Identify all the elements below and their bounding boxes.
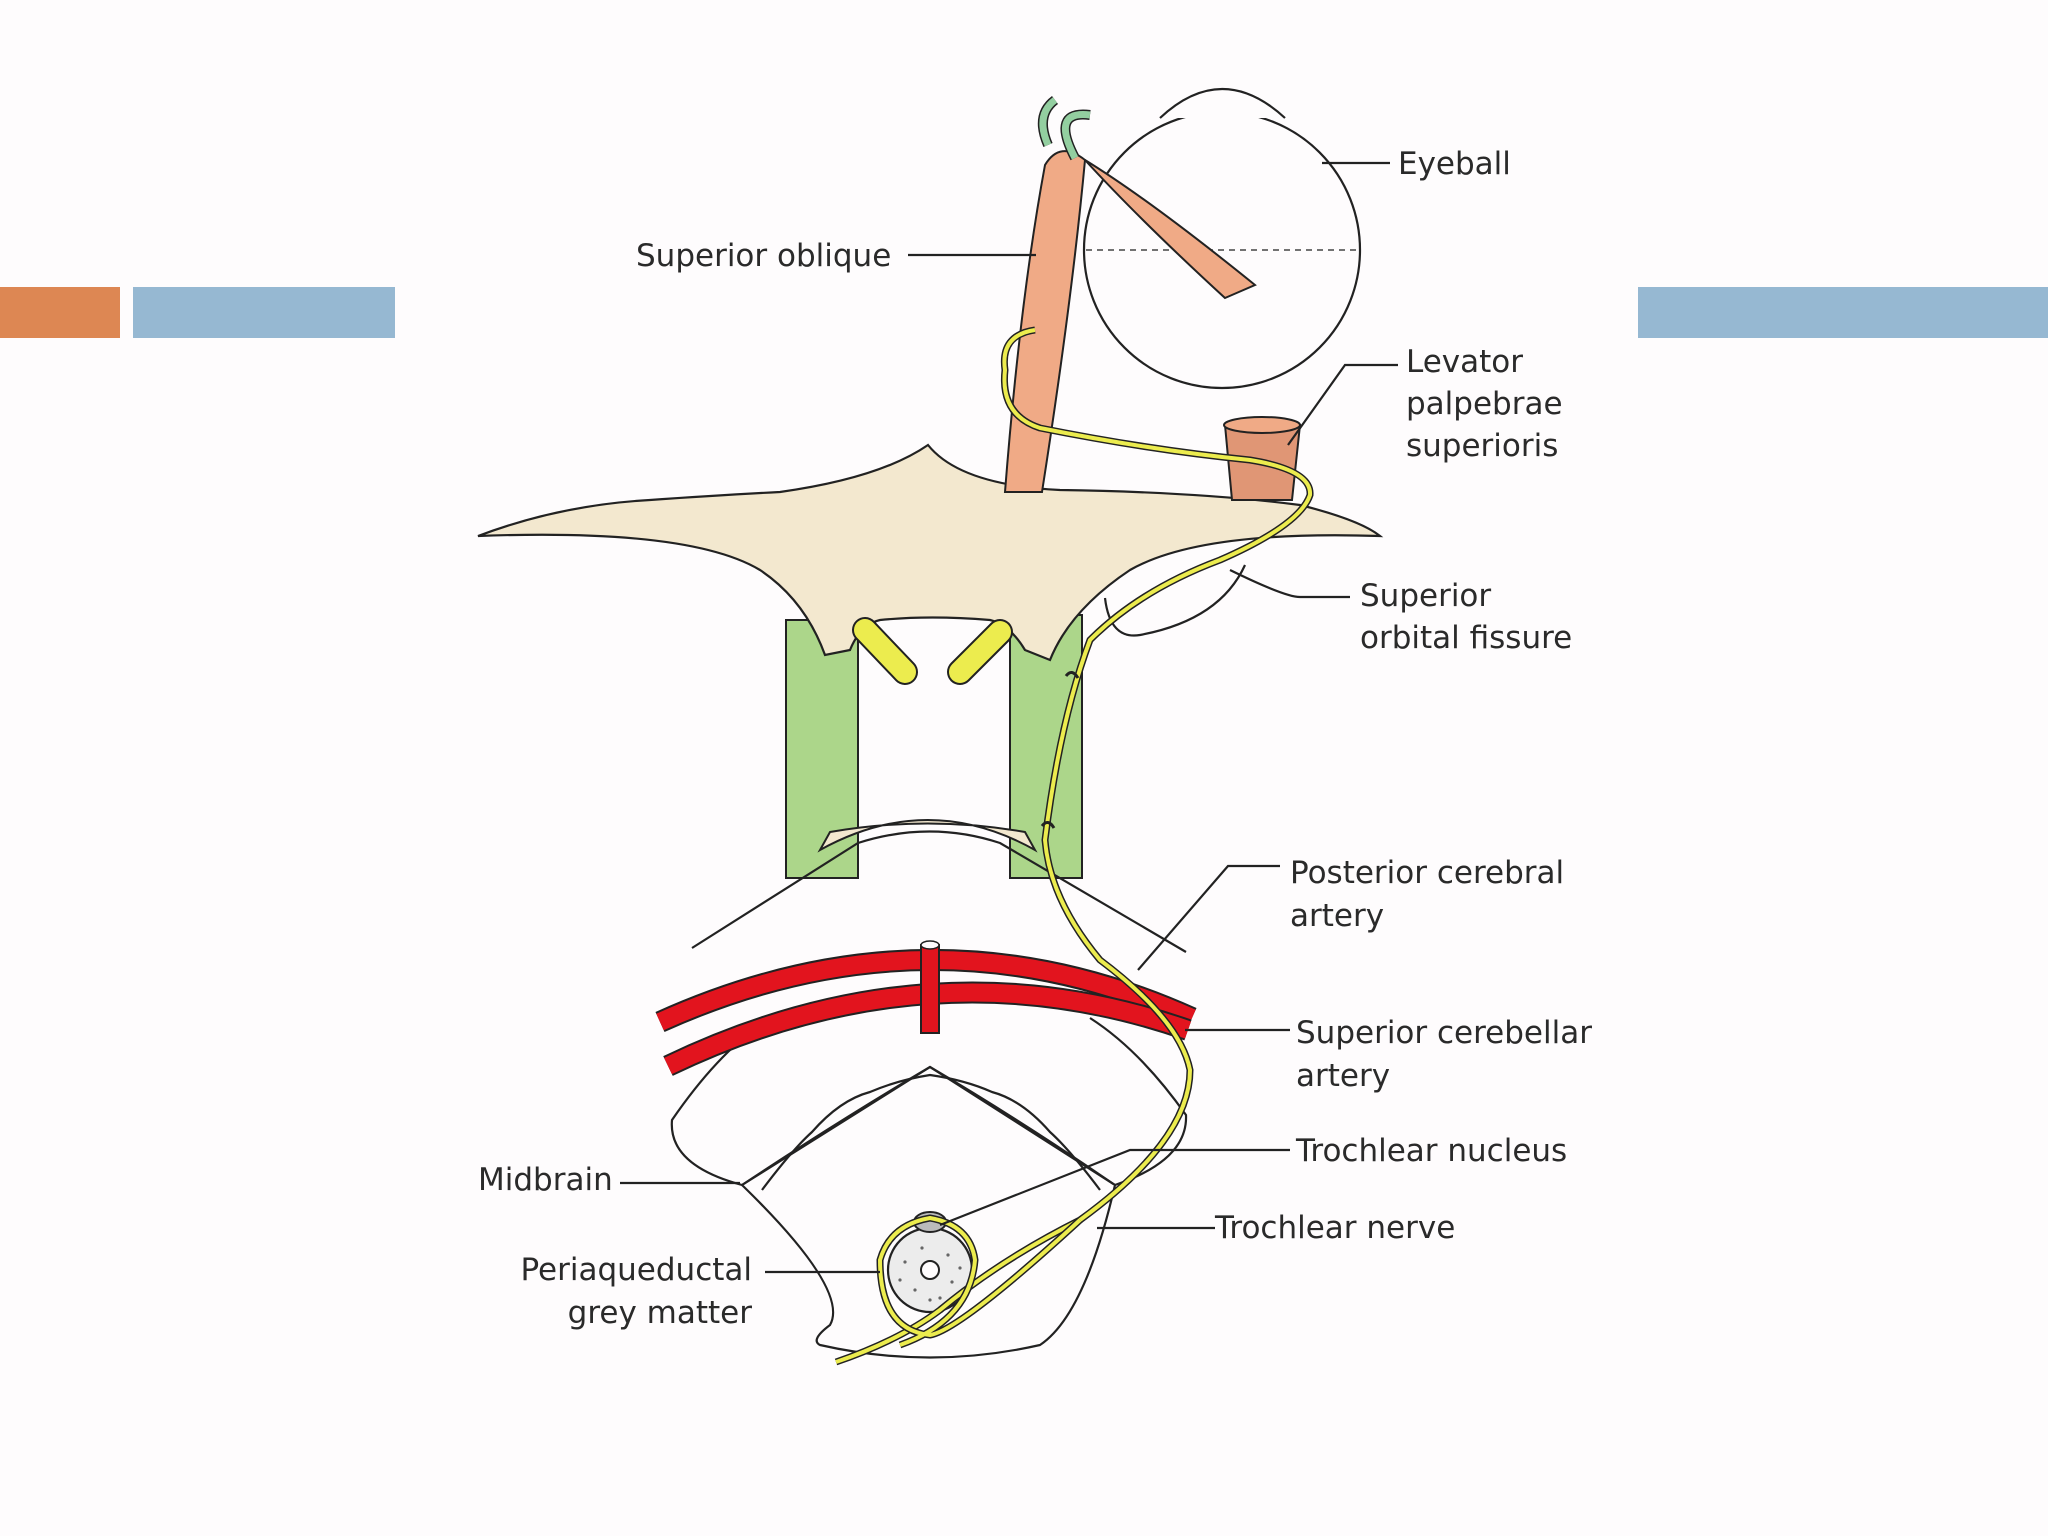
label-sup-orbital-fissure-2: orbital fissure (1360, 620, 1572, 656)
label-trochlear-nucleus: Trochlear nucleus (1295, 1133, 1567, 1169)
superior-oblique-muscle (1003, 96, 1257, 493)
label-periaqueductal-2: grey matter (568, 1295, 753, 1331)
label-midbrain: Midbrain (478, 1162, 613, 1198)
label-periaqueductal-1: Periaqueductal (520, 1252, 752, 1288)
labels: Eyeball Superior oblique Levator palpebr… (478, 146, 1592, 1331)
orange-accent-bar (0, 287, 120, 338)
skull-base-shape (477, 443, 1384, 662)
blue-accent-bar-right (1638, 287, 2048, 338)
label-posterior-cerebral-1: Posterior cerebral (1290, 855, 1564, 891)
blue-accent-bar-left (133, 287, 395, 338)
label-sup-orbital-fissure-1: Superior (1360, 578, 1491, 614)
basilar-artery (920, 944, 940, 1034)
label-superior-cerebellar-2: artery (1296, 1058, 1390, 1094)
label-eyeball: Eyeball (1398, 146, 1511, 182)
label-superior-oblique: Superior oblique (636, 238, 891, 274)
arteries (655, 940, 1197, 1076)
leader-lines (620, 161, 1398, 1274)
eyeball-shape (1082, 88, 1362, 390)
trochlear-nerve-path (834, 326, 1314, 1366)
optic-nerve-stubs (852, 617, 1013, 685)
label-levator-3: superioris (1406, 428, 1558, 464)
label-superior-cerebellar-1: Superior cerebellar (1296, 1015, 1592, 1051)
label-levator-1: Levator (1406, 344, 1523, 380)
label-posterior-cerebral-2: artery (1290, 898, 1384, 934)
label-levator-2: palpebrae (1406, 386, 1563, 422)
label-trochlear-nerve: Trochlear nerve (1214, 1210, 1455, 1246)
